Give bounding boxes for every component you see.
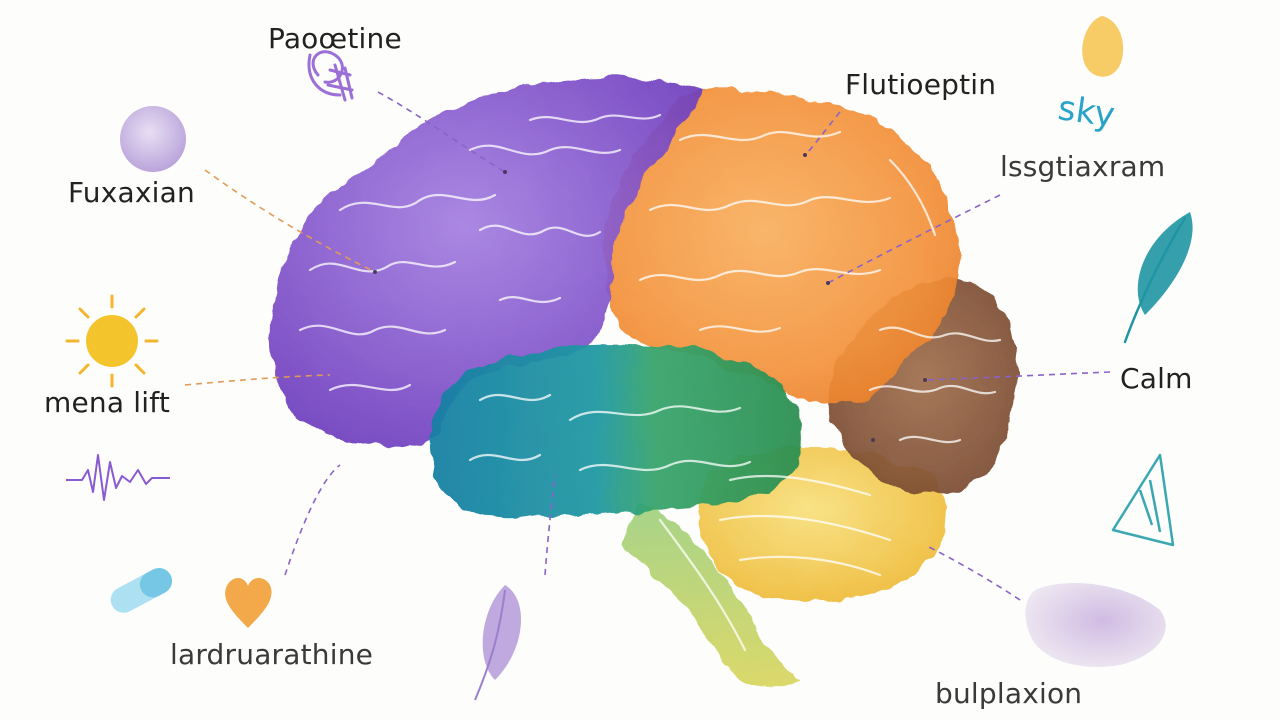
label-bupropion: bulplaxion [935, 677, 1083, 710]
leader-dots [373, 153, 927, 442]
leader-escitalopram [827, 194, 1001, 284]
frontal-lobe [271, 77, 700, 447]
leader-bupropion [924, 544, 1021, 601]
label-duloxetine: lardruarathine [170, 638, 374, 671]
leader-lines [184, 91, 1111, 601]
label-fluoxetine: Flutioeptin [845, 68, 997, 101]
pill-icon [110, 568, 173, 613]
leader-duloxetine [284, 464, 341, 576]
label-calm: Calm [1120, 362, 1193, 395]
teal-feather-icon [1123, 212, 1193, 344]
yellow-drop-icon [1082, 16, 1124, 77]
parietal-lobe [605, 88, 961, 404]
label-mood-lift: mena lift [44, 386, 171, 419]
triangle-icon [1111, 453, 1175, 547]
label-paroxetine: Paoœtine [268, 22, 402, 55]
lavender-orb-icon [120, 106, 186, 172]
leader-paroxetine [377, 91, 506, 173]
label-escitalopram: lssgtiaxram [1000, 150, 1166, 183]
sun-icon [65, 294, 159, 388]
temporal-lobe [430, 344, 802, 517]
leader-feather [544, 474, 556, 576]
brainstem [620, 500, 800, 687]
heart-icon [225, 577, 272, 628]
label-sky: sky [1055, 88, 1118, 136]
leader-fluvoxamine [204, 169, 376, 273]
leader-calm [924, 371, 1111, 381]
paperclip-knot-icon [307, 50, 354, 102]
heartbeat-line-icon [66, 454, 170, 501]
leader-fluoxetine [804, 111, 841, 156]
stone-icon [1025, 582, 1166, 667]
brain-folds [298, 113, 1002, 652]
lavender-feather-icon [474, 585, 522, 701]
leader-mood-lift [184, 374, 331, 386]
brain [271, 77, 1019, 687]
label-fluvoxamine: Fuxaxian [68, 176, 195, 209]
